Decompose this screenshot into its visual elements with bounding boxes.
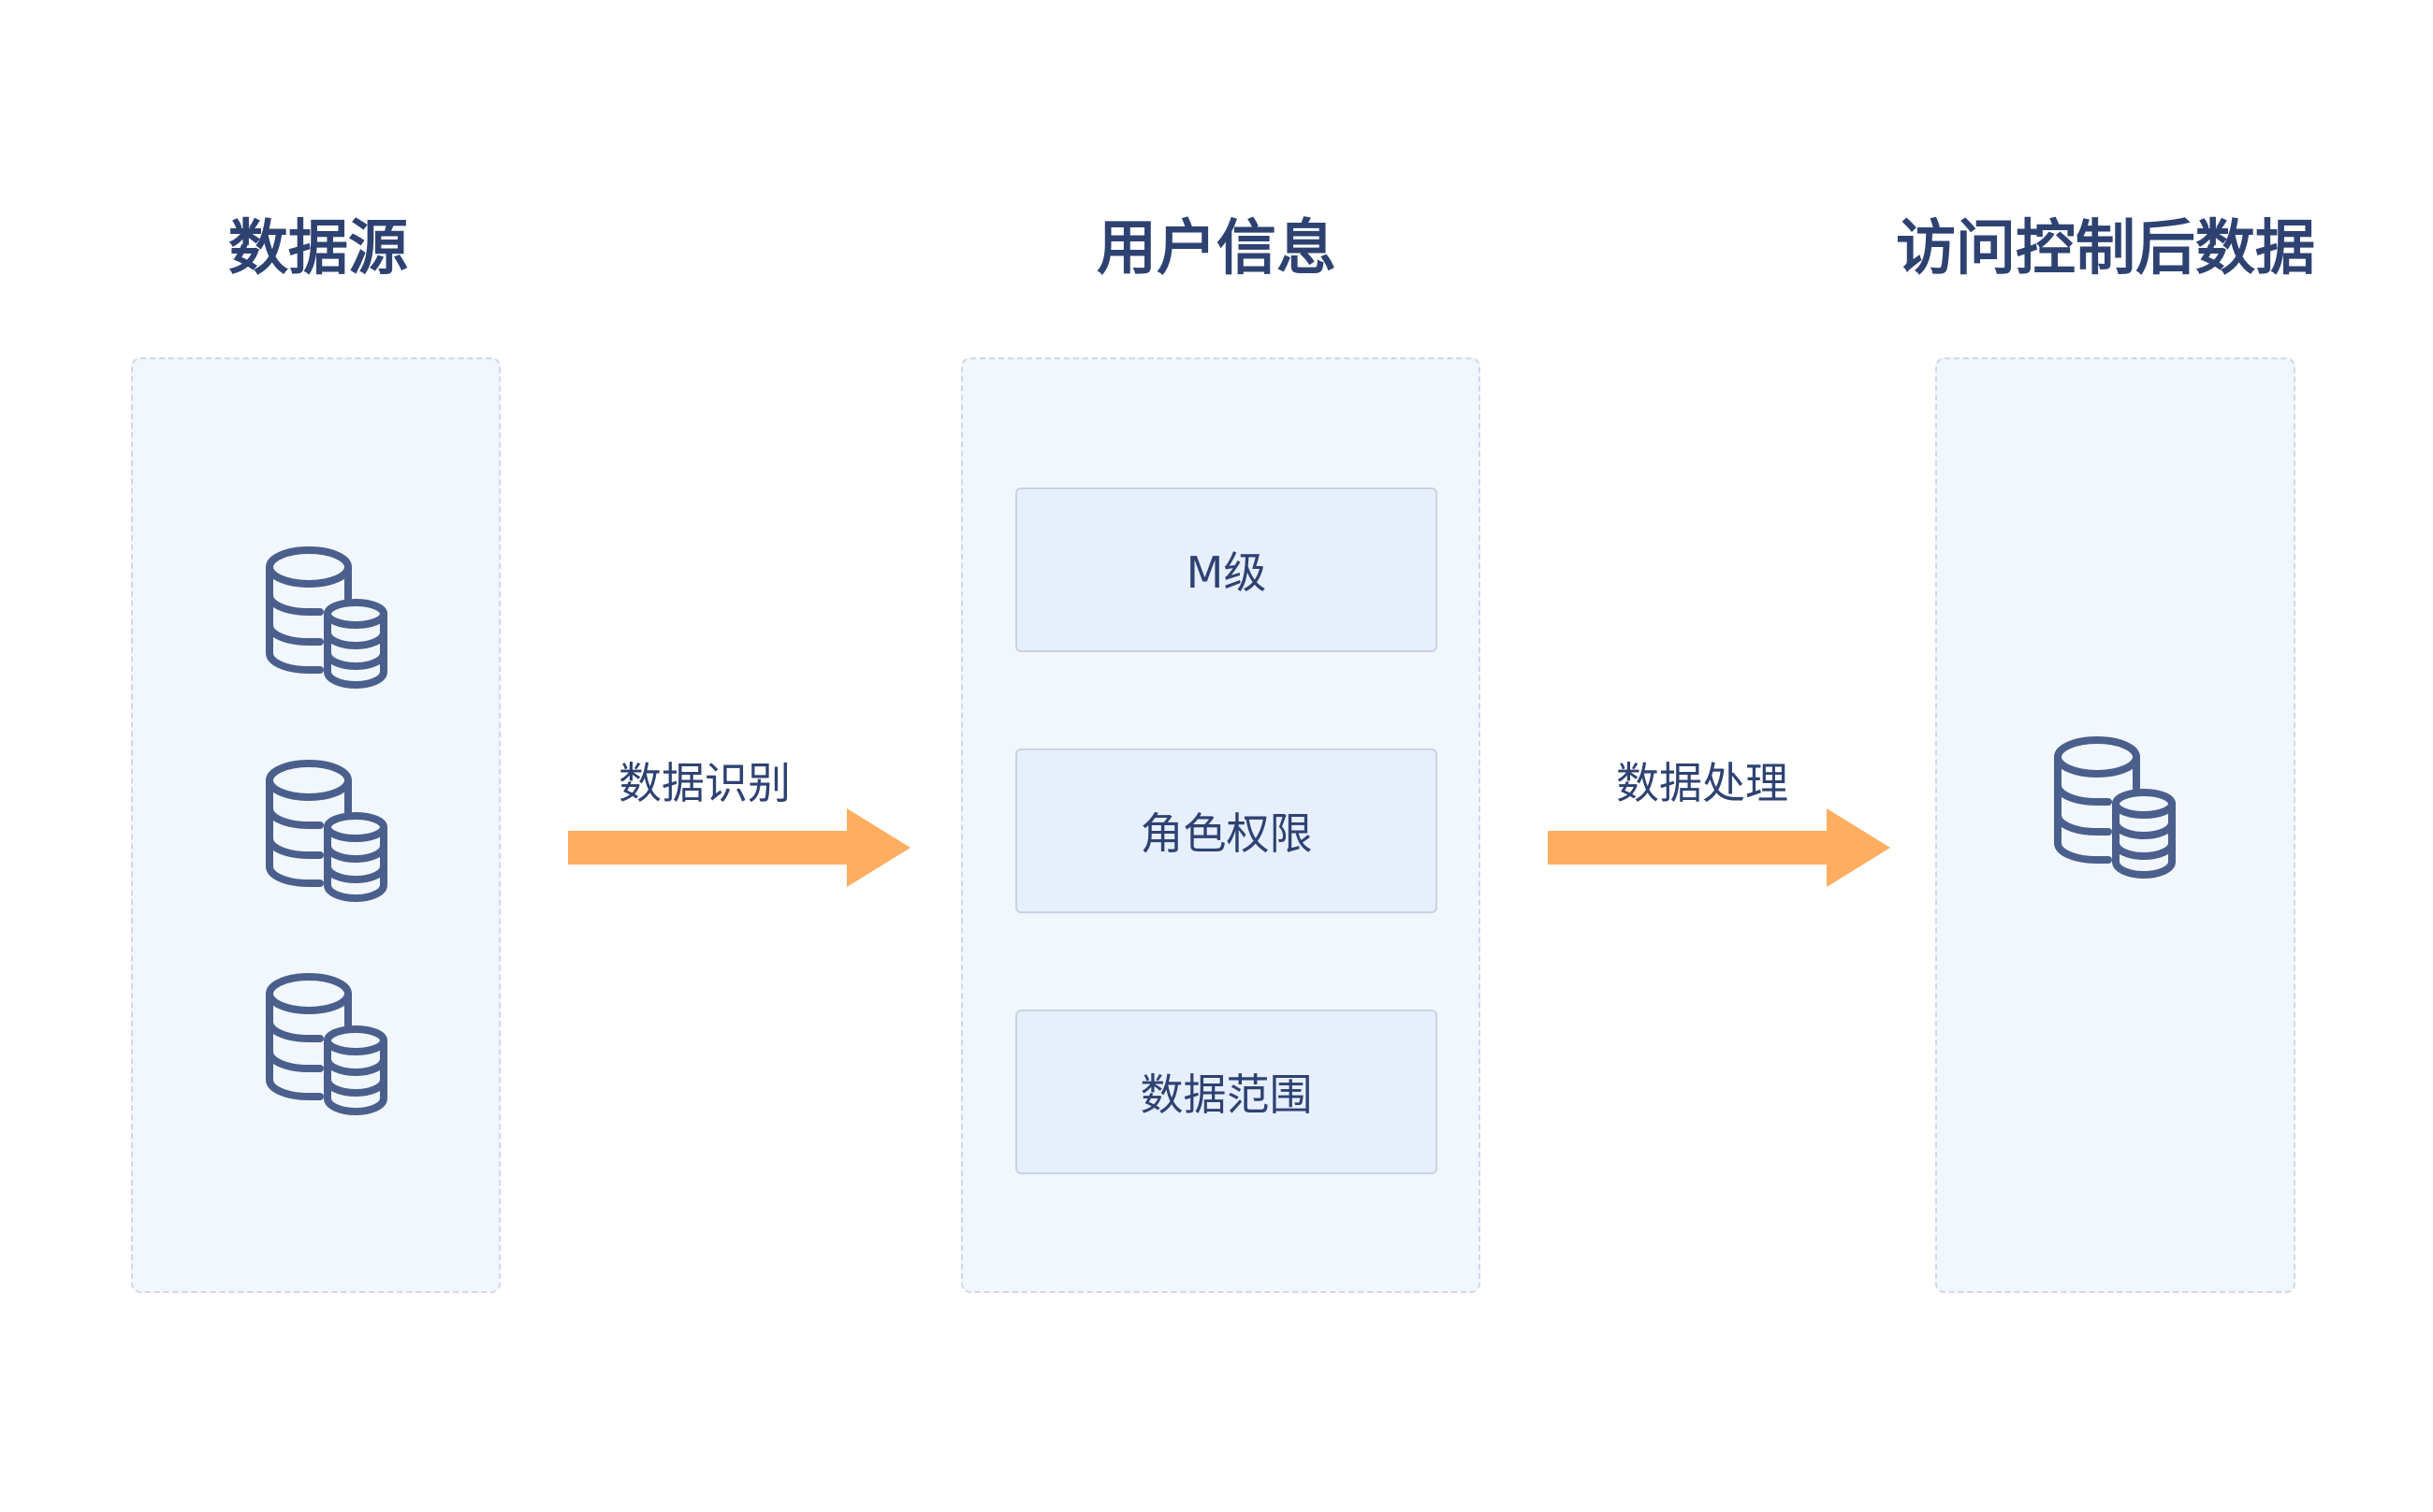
data-identification-label: 数据识别 — [619, 758, 791, 808]
database-icon — [2052, 736, 2176, 879]
level-box: M级 — [1015, 487, 1437, 652]
role-permission-box: 角色权限 — [1015, 749, 1437, 913]
data-scope-box: 数据范围 — [1015, 1010, 1437, 1174]
data-source-title: 数据源 — [228, 214, 408, 284]
data-processing-label: 数据处理 — [1616, 758, 1788, 808]
arrow-right-icon — [568, 803, 916, 893]
access-controlled-data-panel — [1935, 357, 2295, 1293]
database-icon — [264, 760, 387, 902]
arrow-right-icon — [1548, 803, 1896, 893]
database-icon — [264, 546, 387, 689]
user-info-title: 用户信息 — [1097, 214, 1336, 284]
access-controlled-data-title: 访问控制后数据 — [1896, 214, 2315, 284]
data-source-panel — [131, 357, 501, 1293]
database-icon — [264, 973, 387, 1115]
